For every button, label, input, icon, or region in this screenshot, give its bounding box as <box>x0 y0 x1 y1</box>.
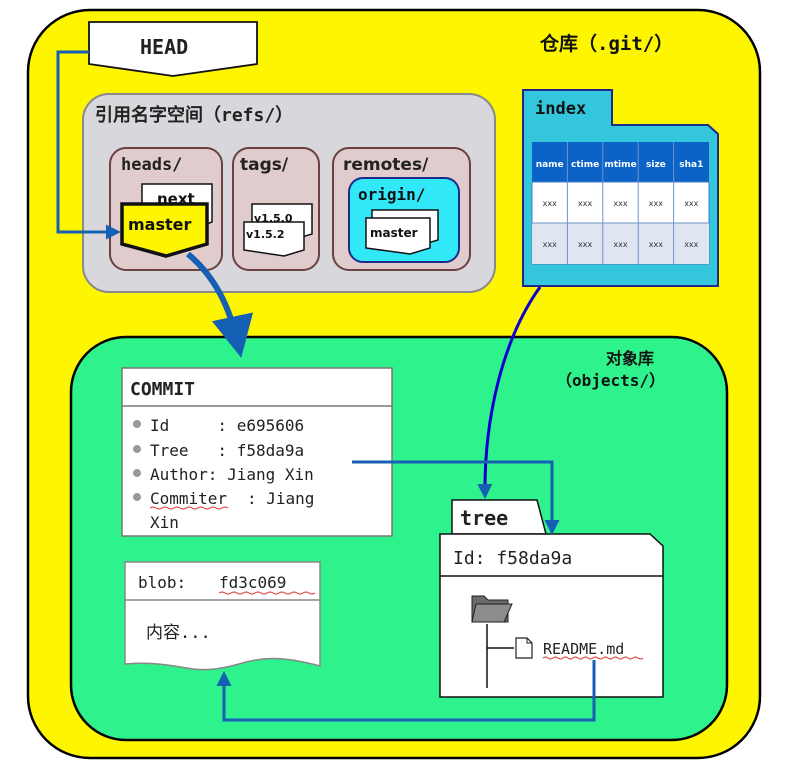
commit-header: COMMIT <box>130 379 195 400</box>
master-to-commit-arrow <box>186 251 254 358</box>
head-label: HEAD <box>140 35 188 59</box>
index-cell: xxx <box>649 240 663 249</box>
blob-hash: fd3c069 <box>219 573 286 592</box>
master-ref-label: master <box>128 215 191 234</box>
tags-label: tags/ <box>240 155 289 175</box>
index-col-name: name <box>536 160 564 170</box>
heads-label: heads/ <box>121 155 182 175</box>
repository-title: 仓库（.git/） <box>539 32 673 55</box>
tree-id: Id: f58da9a <box>453 548 572 569</box>
blob-box <box>124 561 321 671</box>
folder-icon <box>471 595 513 623</box>
blob-content: 内容... <box>146 623 211 643</box>
tag-v152-label: v1.5.2 <box>246 228 285 241</box>
tree-file-readme: README.md <box>543 640 624 658</box>
index-cell: xxx <box>684 199 698 208</box>
commit-to-tree-arrow <box>352 460 560 535</box>
commit-commiter-rest: : Jiang <box>247 489 314 508</box>
refs-namespace-title: 引用名字空间（refs/） <box>95 104 293 126</box>
tree-label: tree <box>460 506 508 530</box>
commit-author: Author: Jiang Xin <box>150 465 314 484</box>
readme-to-blob-arrow <box>216 660 596 722</box>
index-col-sha1: sha1 <box>679 160 703 170</box>
origin-master-label: master <box>370 226 418 240</box>
master-ref-card <box>120 202 209 258</box>
blob-prefix: blob: <box>138 573 196 592</box>
file-icon <box>515 637 533 659</box>
head-to-master-arrow <box>56 50 121 240</box>
tag-v152-card <box>243 221 305 257</box>
commit-box <box>121 367 393 537</box>
index-cell: xxx <box>613 199 627 208</box>
index-cell: xxx <box>543 199 557 208</box>
tree-box <box>439 533 664 698</box>
index-cell: xxx <box>613 240 627 249</box>
index-to-tree-arrow <box>477 286 542 499</box>
index-cell: xxx <box>578 199 592 208</box>
origin-label: origin/ <box>358 185 425 204</box>
objects-title-line1: 对象库 <box>606 349 654 368</box>
commit-tree: Tree : f58da9a <box>150 441 304 460</box>
objects-title-line2: （objects/） <box>556 371 665 390</box>
index-col-size: size <box>646 160 666 170</box>
index-col-mtime: mtime <box>604 160 636 170</box>
remotes-label: remotes/ <box>343 155 429 175</box>
index-cell: xxx <box>649 199 663 208</box>
commit-id: Id : e695606 <box>150 416 304 435</box>
commit-commiter-key: Commiter <box>150 489 227 508</box>
head-ref-card <box>88 21 258 77</box>
origin-master-card <box>365 217 431 255</box>
index-col-ctime: ctime <box>571 160 599 170</box>
index-cell: xxx <box>578 240 592 249</box>
index-label: index <box>535 99 586 119</box>
commit-commiter-cont: Xin <box>150 513 179 532</box>
index-cell: xxx <box>684 240 698 249</box>
index-cell: xxx <box>543 240 557 249</box>
index-table: name ctime mtime size sha1 xxx xxx xxx xxx xxx xxx… <box>531 142 710 265</box>
